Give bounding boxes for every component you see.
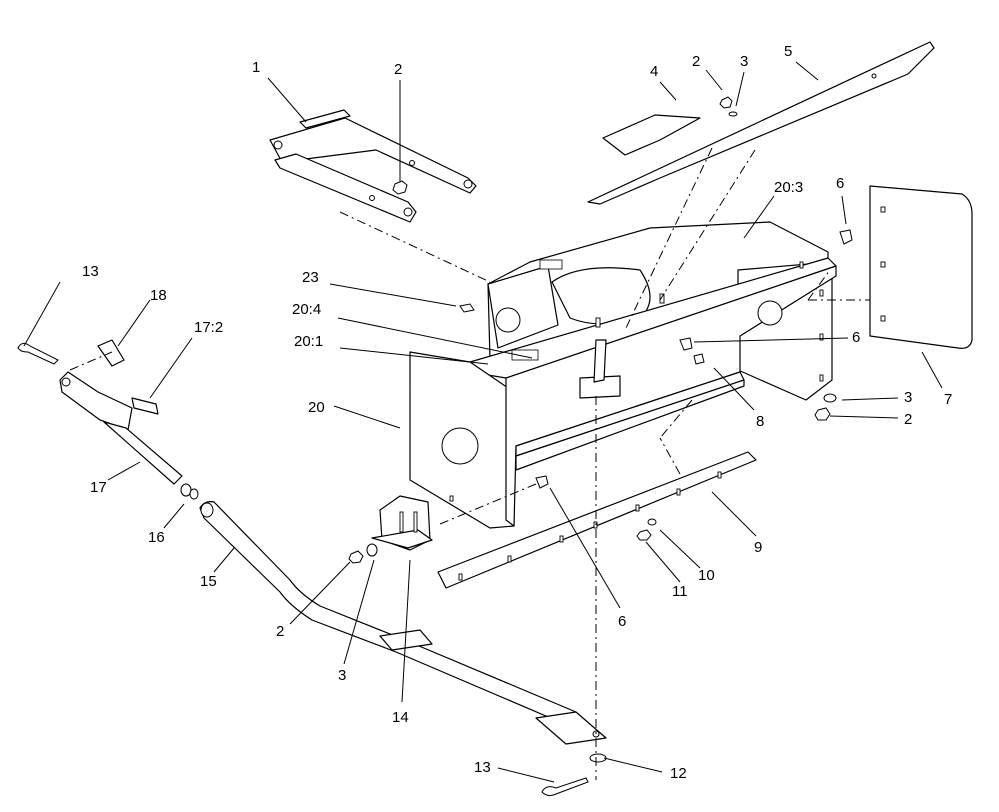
callout-9: 9 [754,539,762,556]
decal-part [131,397,159,415]
scraper-hardware [636,518,657,541]
callout-4: 4 [650,63,658,80]
main-housing-part [409,221,837,529]
bolt-part-8 [693,353,705,365]
shield-plate-part [602,114,701,156]
callout-12: 12 [670,765,687,782]
callout-20: 20 [308,399,325,416]
callout-6-top: 6 [836,175,844,192]
bracket-part [371,495,433,551]
hairpin-clip-part-top [17,342,59,365]
scraper-bar-part [437,451,757,589]
callout-3-bottom: 3 [338,667,346,684]
callout-18: 18 [150,287,167,304]
callout-17-2: 17:2 [194,319,223,336]
bolt-part-23 [459,303,475,313]
nut-part-top [392,180,408,195]
callout-14: 14 [392,709,409,726]
right-hardware [814,393,837,421]
callout-15: 15 [200,573,217,590]
callout-10: 10 [698,567,715,584]
skid-panel-part [869,185,973,349]
bolt-part-6-mid [679,337,693,351]
callout-2-top: 2 [394,61,402,78]
leader-lines [23,61,943,783]
bottom-clips [541,753,607,797]
bolt-part-6-bottom [535,475,549,489]
callout-1: 1 [252,59,260,76]
push-tube-part [199,501,607,745]
callout-5: 5 [784,43,792,60]
pivot-frame-part [269,109,477,223]
deflector-part [587,41,935,205]
callout-labels: 1 2 4 2 3 5 20:3 6 13 18 17:2 23 20:4 20… [82,43,952,782]
assembly-centerlines [69,147,870,780]
callout-2-bottom: 2 [276,623,284,640]
callout-11: 11 [672,583,688,600]
callout-7: 7 [944,391,952,408]
shield-hardware [719,96,738,117]
callout-13-top: 13 [82,263,99,280]
callout-2-right: 2 [904,411,912,428]
callout-13-bottom: 13 [474,759,491,776]
bolt-part-6-top [839,229,853,245]
callout-23: 23 [302,269,319,286]
callout-3-right: 3 [904,389,912,406]
callout-16: 16 [148,529,165,546]
callout-17: 17 [90,479,107,496]
callout-20-4: 20:4 [292,301,321,318]
callout-20-1: 20:1 [294,333,323,350]
handle-lever-part [59,371,183,485]
clip-bracket-part [97,339,125,367]
callout-2-shield: 2 [692,53,700,70]
spacer-part [180,483,199,500]
callout-8: 8 [756,413,764,430]
tube-hardware [348,543,378,564]
callout-6-mid: 6 [852,329,860,346]
callout-3-shield: 3 [740,53,748,70]
callout-6-bottom: 6 [618,613,626,630]
callout-20-3: 20:3 [774,179,803,196]
